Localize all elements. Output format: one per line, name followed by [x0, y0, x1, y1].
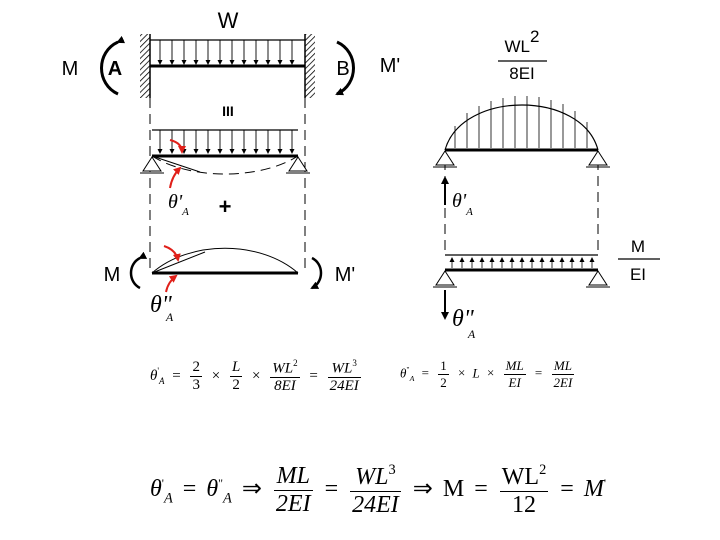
wl2-over-8ei-num: WL2 — [505, 27, 540, 56]
support-label-a: A — [108, 58, 122, 80]
conjugate-beam-uniform: M EI θ"A — [433, 237, 660, 341]
conjugate-beam-parabola: WL2 8EI θ'A — [433, 27, 610, 218]
moment-label-left: M — [62, 58, 79, 80]
lower-moment-label-right: M' — [335, 264, 355, 286]
hogging-shape — [151, 247, 299, 274]
support-pin-right — [288, 156, 308, 172]
theta-double-label: θ"A — [150, 292, 174, 324]
moment-right-arrow — [335, 40, 355, 96]
red-arrow-lower-2 — [165, 274, 178, 293]
support-label-b: B — [336, 58, 349, 80]
moment-arrow-right-2 — [310, 256, 323, 290]
moment-left-arrow — [100, 35, 126, 96]
load-label-w: W — [218, 8, 239, 33]
support-pin-left — [142, 156, 162, 172]
moment-arrow-left-2 — [129, 251, 148, 290]
simple-beam-udl: θ'A + — [140, 129, 310, 219]
left-wall — [140, 34, 150, 98]
moment-label-right: M' — [380, 55, 400, 77]
wl2-over-8ei-den: 8EI — [509, 64, 535, 83]
m-over-ei-den: EI — [630, 265, 646, 284]
red-arrow-upper — [169, 139, 186, 154]
red-arrow-upper-2 — [163, 245, 181, 262]
plus-sign: + — [219, 194, 232, 219]
fixed-beam: W M A B M' — [62, 8, 400, 98]
deflected-shape — [151, 155, 299, 175]
conj-theta-double-label: θ"A — [452, 306, 476, 341]
m-over-ei-num: M — [631, 237, 645, 256]
equivalence-mark: III — [222, 103, 234, 119]
theta-prime-label: θ'A — [168, 191, 189, 218]
red-arrow-lower — [169, 166, 182, 189]
lower-moment-label-left: M — [104, 264, 121, 286]
distributed-load-arrows — [157, 40, 295, 65]
conj-theta-prime-label: θ'A — [452, 190, 473, 218]
simple-beam-moments: M M' θ"A — [104, 245, 355, 324]
right-wall — [305, 34, 315, 98]
dashed-guides — [149, 98, 599, 270]
parabola-diagram — [444, 104, 599, 151]
